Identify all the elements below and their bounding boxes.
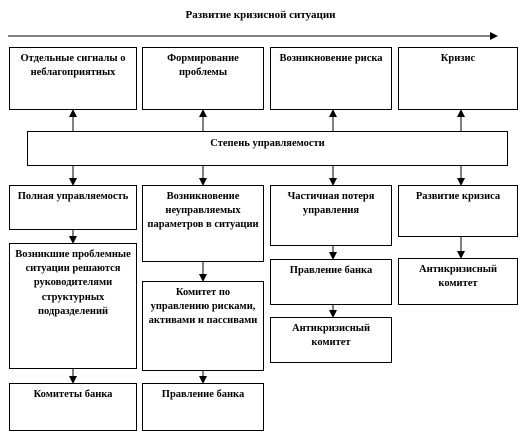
stage-label: Отдельные сигналы о неблагоприятных: [20, 53, 126, 79]
level-box-full: Полная управляемость: [9, 185, 137, 230]
col3-box-board: Правление банка: [270, 259, 392, 305]
stage-label: Кризис: [440, 53, 476, 64]
level-box-partial: Частичная потеря управления: [270, 185, 392, 246]
level-label: Частичная потеря управления: [287, 191, 375, 217]
stage-box-crisis: Кризис: [398, 47, 518, 110]
level-label: Полная управляемость: [17, 191, 129, 202]
controllability-label: Степень управляемости: [210, 138, 325, 149]
col4-label: Антикризисный комитет: [418, 264, 497, 290]
col3-box-anticrisis: Антикризисный комитет: [270, 317, 392, 363]
col1-label: Возникшие проблемные ситуации решаются р…: [15, 249, 131, 317]
col1-box-committees: Комитеты банка: [9, 383, 137, 431]
col4-box-anticrisis: Антикризисный комитет: [398, 258, 518, 305]
col2-box-board: Правление банка: [142, 383, 264, 431]
level-box-crisis-development: Развитие кризиса: [398, 185, 518, 237]
col2-box-risk-committee: Комитет по управлению рисками, активами …: [142, 281, 264, 371]
col3-label: Антикризисный комитет: [291, 323, 370, 349]
col2-label: Комитет по управлению рисками, активами …: [148, 287, 258, 327]
level-label: Возникновение неуправляемых параметров в…: [147, 191, 259, 231]
stage-label: Формирование проблемы: [167, 53, 239, 79]
stage-label: Возникновение риска: [279, 53, 383, 64]
col1-label: Комитеты банка: [33, 389, 113, 400]
diagram-title: Развитие кризисной ситуации: [185, 9, 336, 21]
level-label: Развитие кризиса: [415, 191, 501, 202]
stage-box-signals: Отдельные сигналы о неблагоприятных: [9, 47, 137, 110]
col1-box-departments: Возникшие проблемные ситуации решаются р…: [9, 243, 137, 369]
col3-label: Правление банка: [289, 265, 373, 276]
level-box-uncontrolled: Возникновение неуправляемых параметров в…: [142, 185, 264, 262]
col2-label: Правление банка: [161, 389, 245, 400]
stage-box-risk: Возникновение риска: [270, 47, 392, 110]
stage-box-problem: Формирование проблемы: [142, 47, 264, 110]
controllability-box: Степень управляемости: [27, 131, 508, 166]
